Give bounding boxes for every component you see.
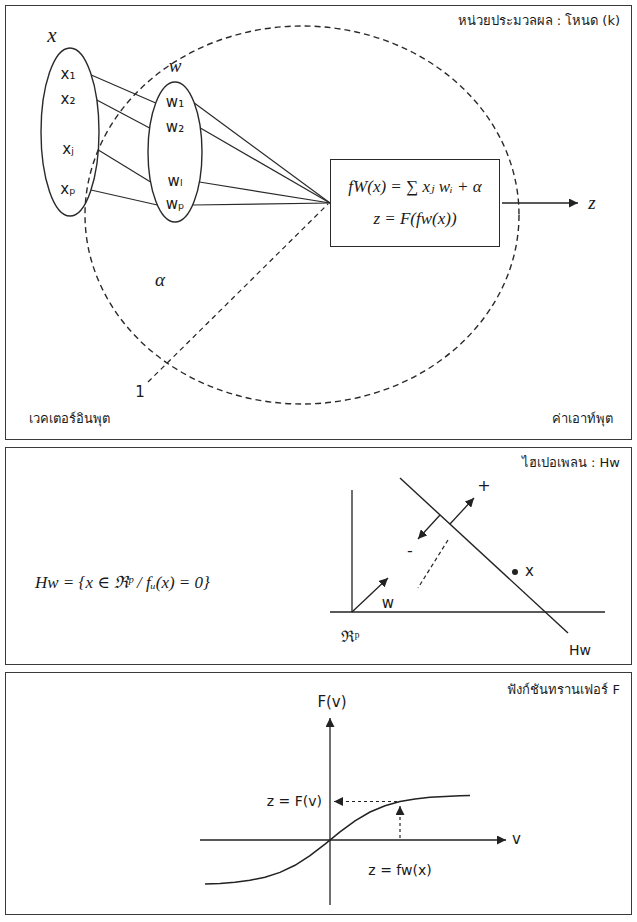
horizontal-axis (200, 839, 506, 840)
connector-line (193, 203, 330, 205)
vector-name: w (169, 55, 182, 77)
hyperplane-formula: Hw = {x ∈ ℜᵖ / fᵤ(x) = 0} (35, 573, 210, 593)
input-value-label: z = fw(x) (368, 862, 431, 878)
input-element: x₁ (61, 66, 76, 83)
weight-element: wₗ (168, 173, 183, 190)
weight-vector-ellipse: ww₁w₂wₗwₚ (147, 81, 203, 223)
connector-line (91, 190, 157, 205)
input-element: xⱼ (62, 141, 74, 158)
negative-side-arrow (418, 515, 440, 539)
processing-unit-panel: หน่วยประมวลผล : โหนด (k) เวคเตอร์อินพุต ค่… (5, 5, 632, 440)
ellipse (148, 82, 202, 222)
output-value-label: z = F(v) (267, 793, 322, 809)
weight-element: w₁ (166, 94, 184, 111)
space-label: ℜᵖ (341, 628, 360, 646)
positive-side-sign: + (477, 477, 490, 495)
axis-label: v (512, 831, 521, 848)
hyperplane-line (400, 478, 568, 633)
transfer-formula: z = F(fw(x)) (373, 209, 456, 229)
connector-line (194, 103, 330, 203)
output-caption: ค่าเอาท์พุต (552, 412, 613, 427)
panel-heading: ไฮเปอเพลน : Hw (522, 456, 620, 471)
input-element: xₚ (60, 181, 75, 198)
connector-line (98, 150, 150, 182)
dotted-up-arrow (399, 806, 400, 838)
connector-line (199, 182, 330, 203)
dashed-ellipse (85, 26, 519, 404)
vector-name: x (47, 23, 56, 47)
formula-box: fW(x) = ∑ xⱼ wᵢ + α z = F(fw(x)) (330, 159, 500, 247)
vertical-axis (329, 718, 330, 905)
sigmoid-curve (205, 796, 470, 885)
weight-vector-label: w (382, 595, 394, 612)
output-symbol: z (588, 192, 595, 214)
input-vector-ellipse: xx₁x₂xⱼxₚ (40, 47, 100, 217)
connector-line (97, 100, 150, 128)
panel-heading: ฟังก์ชันทรานเฟอร์ F (507, 683, 620, 698)
negative-side-sign: - (407, 542, 413, 560)
axis-label: F(v) (317, 694, 346, 711)
horizontal-axis (330, 611, 605, 612)
point-label: x (525, 563, 534, 580)
connector-line (200, 128, 330, 203)
dashed-guide-line (418, 540, 448, 588)
input-point (512, 569, 518, 575)
hyperplane-label: Hw (569, 642, 591, 658)
weight-element: wₚ (166, 196, 185, 213)
ellipse (41, 48, 99, 216)
weight-element: w₂ (166, 119, 184, 136)
output-arrow (502, 202, 578, 203)
panel-heading: หน่วยประมวลผล : โหนด (k) (458, 14, 620, 29)
bias-input-line (148, 204, 328, 382)
positive-side-arrow (450, 498, 474, 524)
node-boundary-ellipse: α w w₁ w₂ wₗ wₚ fW(x) = ∑ xⱼ wᵢ + α z = F(fw(x)… (84, 25, 520, 405)
vertical-axis (351, 490, 352, 612)
input-caption: เวคเตอร์อินพุต (29, 412, 110, 427)
dotted-left-arrow (334, 801, 397, 802)
sum-formula: fW(x) = ∑ xⱼ wᵢ + α (348, 177, 481, 197)
input-element: x₂ (61, 91, 76, 108)
hyperplane-panel: ไฮเปอเพลน : Hw Hw = {x ∈ ℜᵖ / fᵤ(x) = 0} (5, 447, 632, 665)
connector-line (91, 75, 155, 103)
bias-input-value: 1 (135, 384, 145, 401)
bias-symbol: α (155, 269, 165, 291)
